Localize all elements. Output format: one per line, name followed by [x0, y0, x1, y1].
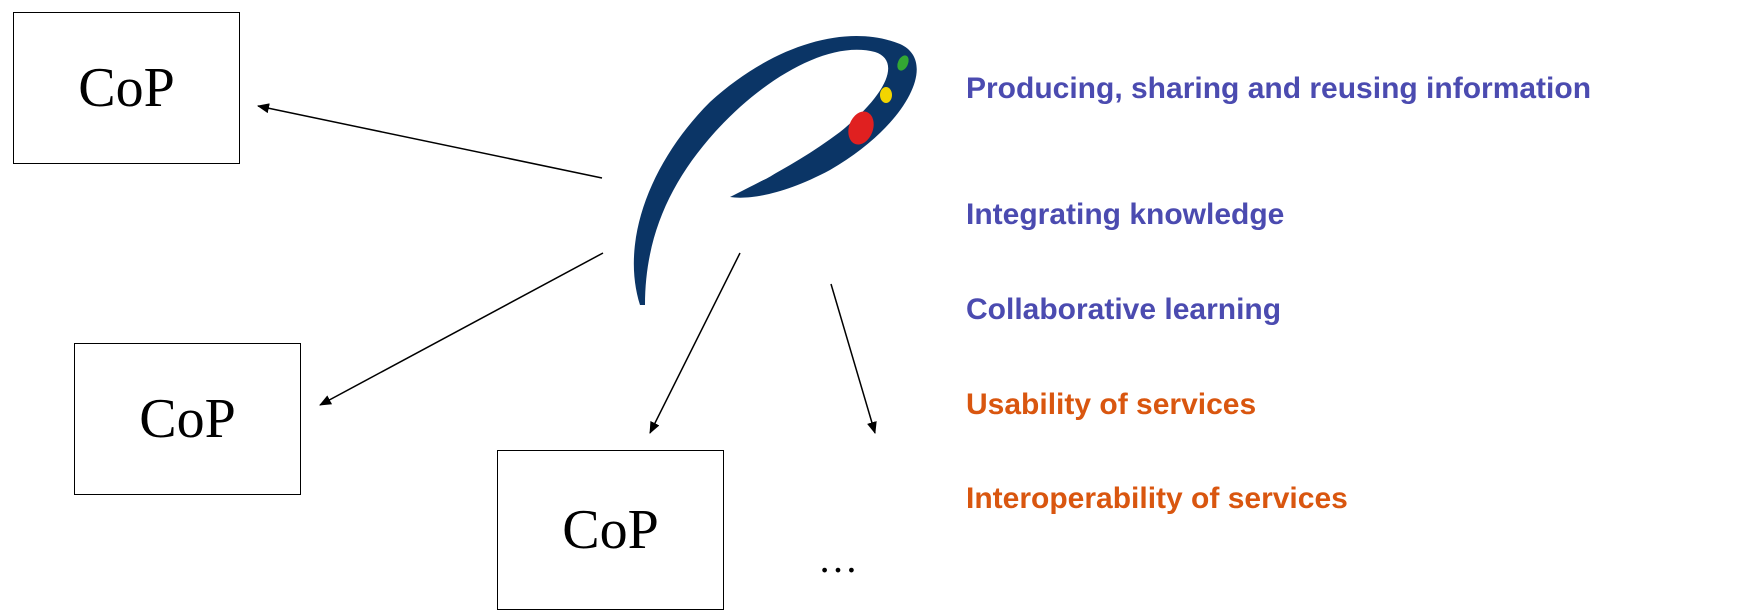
cop-box: CoP: [13, 12, 240, 164]
topic-item: Collaborative learning: [966, 293, 1282, 326]
arrow-to-cop-3: [649, 252, 741, 434]
arrow-to-more: [830, 283, 877, 434]
cop-box: CoP: [74, 343, 301, 495]
more-communities-ellipsis: …: [818, 536, 858, 581]
cop-label: CoP: [139, 388, 236, 450]
community-logo: [633, 36, 917, 305]
logo-swoosh: [633, 36, 917, 305]
topic-item: Interoperability of services: [966, 482, 1348, 515]
logo-swoosh-inner: [750, 131, 806, 183]
logo-green-dot: [897, 55, 909, 71]
cop-label: CoP: [78, 57, 175, 119]
topic-item: Integrating knowledge: [966, 198, 1285, 231]
cop-box: CoP: [497, 450, 724, 610]
cop-label: CoP: [562, 499, 659, 561]
topic-item: Usability of services: [966, 388, 1257, 421]
arrow-to-cop-2: [319, 252, 604, 406]
logo-red-dot: [848, 111, 874, 145]
topic-item: Producing, sharing and reusing informati…: [966, 72, 1592, 105]
logo-yellow-dot: [880, 87, 892, 103]
arrow-to-cop-1: [257, 103, 603, 179]
